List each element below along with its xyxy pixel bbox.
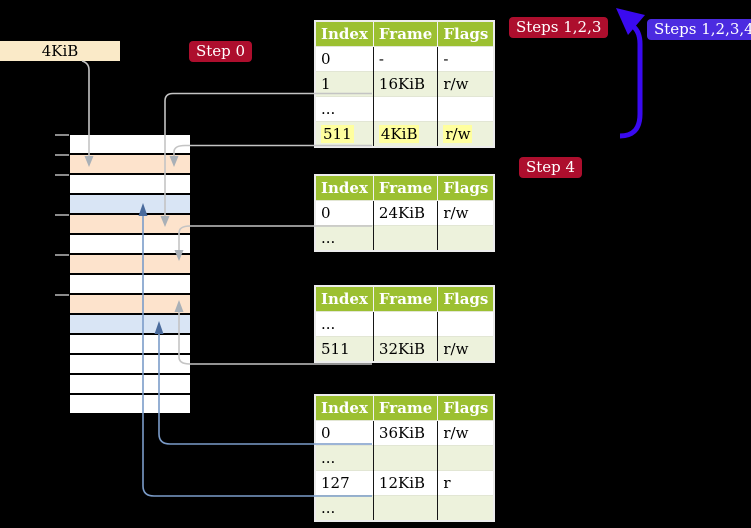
memory-cell-0	[70, 135, 190, 153]
table-row: ...	[315, 96, 495, 122]
frame-cell: -	[372, 46, 438, 72]
frame-cell: 12KiB	[372, 470, 438, 496]
index-cell: 0	[315, 200, 374, 226]
flags-cell: r/w	[437, 121, 495, 147]
memory-cell-1	[70, 155, 190, 173]
index-cell: 127	[315, 470, 374, 496]
highlighted-value: r/w	[443, 125, 473, 143]
frame-cell	[372, 96, 438, 122]
flags-cell: r/w	[437, 71, 495, 97]
address-tick	[55, 174, 69, 176]
memory-cell-2	[70, 175, 190, 193]
address-tick	[55, 294, 69, 296]
table-row: ...	[315, 311, 495, 337]
flags-cell: r/w	[437, 420, 495, 446]
column-header-index: Index	[315, 395, 374, 421]
table-row: ...	[315, 225, 495, 251]
frame-cell: 24KiB	[372, 200, 438, 226]
flags-cell	[437, 96, 495, 122]
index-cell: ...	[315, 445, 374, 471]
table-row: ...	[315, 495, 495, 521]
frame-cell: 32KiB	[372, 336, 438, 362]
memory-cell-10	[70, 335, 190, 353]
frame-cell: 16KiB	[372, 71, 438, 97]
frame-cell	[372, 225, 438, 251]
steps-1234-badge: Steps 1,2,3,4	[647, 19, 751, 40]
memory-cell-11	[70, 355, 190, 373]
address-tick	[55, 154, 69, 156]
recursive-steps-arrow	[619, 22, 643, 139]
memory-cell-9	[70, 315, 190, 333]
index-cell: ...	[315, 495, 374, 521]
address-tick	[55, 254, 69, 256]
memory-cell-6	[70, 255, 190, 273]
memory-cell-4	[70, 215, 190, 233]
memory-cell-8	[70, 295, 190, 313]
arrowhead-upleft-icon	[616, 8, 645, 35]
step-4-badge: Step 4	[519, 157, 583, 178]
highlighted-value: 511	[321, 125, 354, 143]
index-cell: 511	[315, 121, 374, 147]
table-row: 511 4KiB r/w	[315, 121, 495, 147]
frame-cell: 4KiB	[372, 121, 438, 147]
frame-cell: 36KiB	[372, 420, 438, 446]
column-header-frame: Frame	[372, 175, 438, 201]
flags-cell: r	[437, 470, 495, 496]
steps-123-badge: Steps 1,2,3	[509, 17, 609, 38]
index-cell: ...	[315, 96, 374, 122]
memory-cell-12	[70, 375, 190, 393]
column-header-index: Index	[315, 286, 374, 312]
highlighted-value: 4KiB	[378, 125, 420, 143]
column-header-index: Index	[315, 175, 374, 201]
frame-cell	[372, 445, 438, 471]
memory-cell-7	[70, 275, 190, 293]
physical-memory-column	[70, 135, 190, 415]
table-row: ...	[315, 445, 495, 471]
flags-cell: r/w	[437, 336, 495, 362]
memory-cell-13	[70, 395, 190, 413]
column-header-flags: Flags	[437, 395, 495, 421]
column-header-frame: Frame	[372, 395, 438, 421]
column-header-frame: Frame	[372, 21, 438, 47]
index-cell: 1	[315, 71, 374, 97]
column-header-frame: Frame	[372, 286, 438, 312]
flags-cell: r/w	[437, 200, 495, 226]
index-cell: 511	[315, 336, 374, 362]
index-cell: ...	[315, 225, 374, 251]
column-header-flags: Flags	[437, 175, 495, 201]
flags-cell: -	[437, 46, 495, 72]
column-header-flags: Flags	[437, 21, 495, 47]
index-cell: 0	[315, 46, 374, 72]
flags-cell	[437, 495, 495, 521]
address-tick	[55, 134, 69, 136]
frame-cell	[372, 311, 438, 337]
step-0-badge: Step 0	[189, 41, 253, 62]
column-header-flags: Flags	[437, 286, 495, 312]
flags-cell	[437, 225, 495, 251]
flags-cell	[437, 445, 495, 471]
column-header-index: Index	[315, 21, 374, 47]
frame-size-label: 4KiB	[0, 41, 120, 61]
flags-cell	[437, 311, 495, 337]
index-cell: ...	[315, 311, 374, 337]
frame-cell	[372, 495, 438, 521]
memory-cell-5	[70, 235, 190, 253]
memory-cell-3	[70, 195, 190, 213]
table-row: 0--	[315, 46, 495, 72]
address-tick	[55, 214, 69, 216]
index-cell: 0	[315, 420, 374, 446]
